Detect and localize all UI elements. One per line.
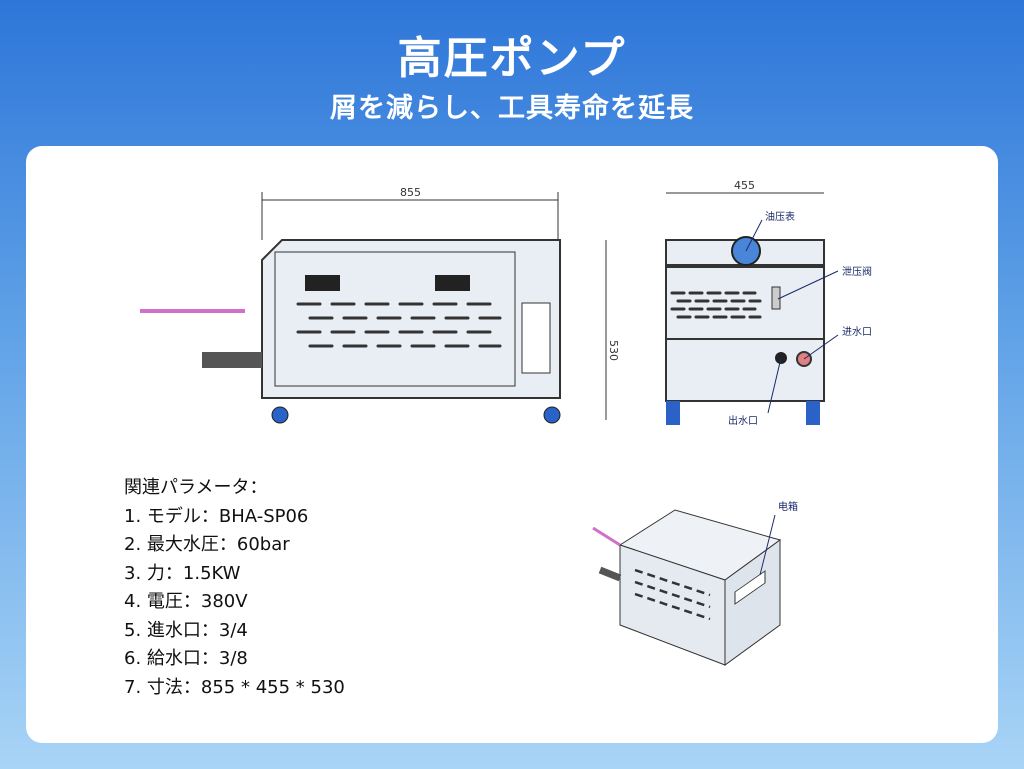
dim-455: 455 [734, 179, 755, 192]
dim-530: 530 [607, 340, 620, 361]
page-title: 高圧ポンプ [397, 33, 627, 84]
label-inlet: 进水口 [842, 326, 872, 338]
param-power: 3. 力：1.5KW [124, 562, 241, 584]
front-view-drawing: 455 油压表 泄压阀 进水口 出水口 [665, 179, 872, 427]
parameters-list: 関連パラメータ： 1. モデル：BHA-SP06 2. 最大水圧：60bar 3… [124, 474, 345, 702]
side-view-drawing: 855 530 [140, 186, 620, 424]
isometric-view-drawing: 电箱 [592, 500, 798, 666]
param-dimensions: 7. 寸法：855 * 455 * 530 [124, 676, 345, 698]
param-outlet: 6. 給水口：3/8 [124, 648, 248, 669]
label-gauge: 油压表 [765, 210, 795, 223]
parameters-heading: 関連パラメータ： [124, 477, 268, 498]
param-max-pressure: 2. 最大水圧：60bar [124, 534, 290, 555]
label-outlet: 出水口 [728, 414, 758, 427]
param-voltage: 4. 電圧：380V [124, 591, 248, 612]
param-inlet: 5. 進水口：3/4 [124, 619, 248, 641]
label-control-box: 电箱 [778, 500, 798, 513]
label-relief-valve: 泄压阀 [842, 265, 872, 278]
page-subtitle: 屑を減らし、工具寿命を延長 [330, 93, 694, 124]
param-model: 1. モデル：BHA-SP06 [124, 505, 309, 527]
dim-855: 855 [400, 186, 421, 199]
